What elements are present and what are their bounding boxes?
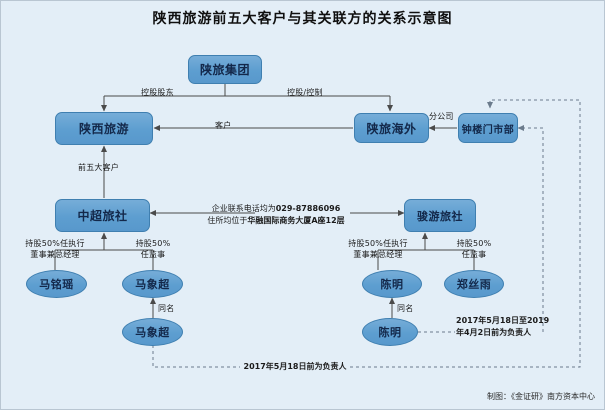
node-label: 陈明 (380, 278, 404, 291)
edge-label-line1: 持股50% (456, 239, 492, 248)
edge-label-junyou-left: 持股50%任执行 董事兼总经理 (345, 239, 411, 261)
node-shaanxi-lvyou[interactable]: 陕西旅游 (55, 112, 153, 145)
page-title: 陕西旅游前五大客户与其关联方的关系示意图 (152, 11, 453, 27)
edge-label-tongming-right: 同名 (397, 304, 414, 313)
edge-label-kehu: 客户 (215, 121, 232, 130)
node-label: 钟楼门市部 (461, 124, 515, 136)
node-zheng-siyu[interactable]: 郑丝雨 (444, 270, 504, 298)
node-ma-mingyao[interactable]: 马铭瑶 (26, 270, 87, 298)
edge-label-konggu-gudong: 控股股东 (141, 88, 174, 97)
node-chen-ming-upper[interactable]: 陈明 (362, 270, 422, 298)
edge-label-tongming-left: 同名 (158, 304, 175, 313)
bottom-date-note: 2017年5月18日前为负责人 (243, 362, 347, 371)
contact-note-prefix: 企业联系电话均为 (211, 204, 276, 213)
node-label: 郑丝雨 (456, 278, 492, 291)
edge-label-zhongchao-right: 持股50% 任监事 (122, 239, 184, 261)
node-label: 陕西旅游 (78, 122, 129, 136)
address-prefix: 住所均位于 (207, 216, 248, 225)
edge-label-line1: 持股50%任执行 (25, 239, 85, 248)
node-label: 中超旅社 (77, 209, 128, 223)
node-junyou-lvshe[interactable]: 骏游旅社 (404, 199, 476, 232)
edge-label-qian-wu-da-kehu: 前五大客户 (78, 163, 119, 172)
edge-label-junyou-right: 持股50% 任监事 (443, 239, 505, 261)
node-label: 陕旅海外 (366, 121, 417, 136)
contact-note-line2: 住所均位于华融国际商务大厦A座12层 (196, 215, 356, 227)
contact-note-line1: 企业联系电话均为029-87886096 (196, 203, 356, 215)
edge-label-zhongchao-left: 持股50%任执行 董事兼总经理 (22, 239, 88, 261)
edge-label-line2: 董事兼总经理 (30, 249, 80, 259)
edge-label-line2: 董事兼总经理 (353, 249, 403, 259)
node-label: 马象超 (135, 278, 170, 291)
node-zhonglou-menshibu[interactable]: 钟楼门市部 (458, 113, 518, 143)
right-date-line1: 2017年5月18日至2019 (456, 316, 550, 325)
contact-phone: 029-87886096 (275, 204, 341, 213)
node-shanlv-jituan[interactable]: 陕旅集团 (188, 55, 262, 84)
footer-credit: 制图：《金证研》南方资本中心 (487, 392, 595, 401)
node-chen-ming-lower[interactable]: 陈明 (362, 318, 418, 346)
right-date-line2: 年4月2日前为负责人 (456, 328, 532, 337)
node-ma-xiangchao-upper[interactable]: 马象超 (122, 270, 183, 298)
node-label: 骏游旅社 (417, 209, 463, 223)
node-ma-xiangchao-lower[interactable]: 马象超 (122, 318, 183, 346)
edge-label-line2: 任监事 (461, 249, 487, 259)
node-label: 陈明 (378, 326, 402, 339)
contact-note: 企业联系电话均为029-87886096 住所均位于华融国际商务大厦A座12层 (196, 203, 356, 227)
edge-label-line2: 任监事 (140, 249, 166, 259)
node-label: 马铭瑶 (39, 278, 74, 291)
node-shanlv-haiwai[interactable]: 陕旅海外 (354, 113, 429, 143)
right-date-note: 2017年5月18日至2019 年4月2日前为负责人 (456, 315, 560, 339)
edge-label-fen-gongsi: 分公司 (429, 112, 454, 121)
edge-label-line1: 持股50%任执行 (348, 239, 408, 248)
node-label: 马象超 (135, 326, 170, 339)
edge-label-konggu-kongzhi: 控股/控制 (287, 88, 323, 97)
node-label: 陕旅集团 (199, 63, 250, 77)
edge-label-line1: 持股50% (135, 239, 171, 248)
address-value: 华融国际商务大厦A座12层 (247, 216, 345, 225)
node-zhongchao-lvshe[interactable]: 中超旅社 (55, 199, 150, 232)
